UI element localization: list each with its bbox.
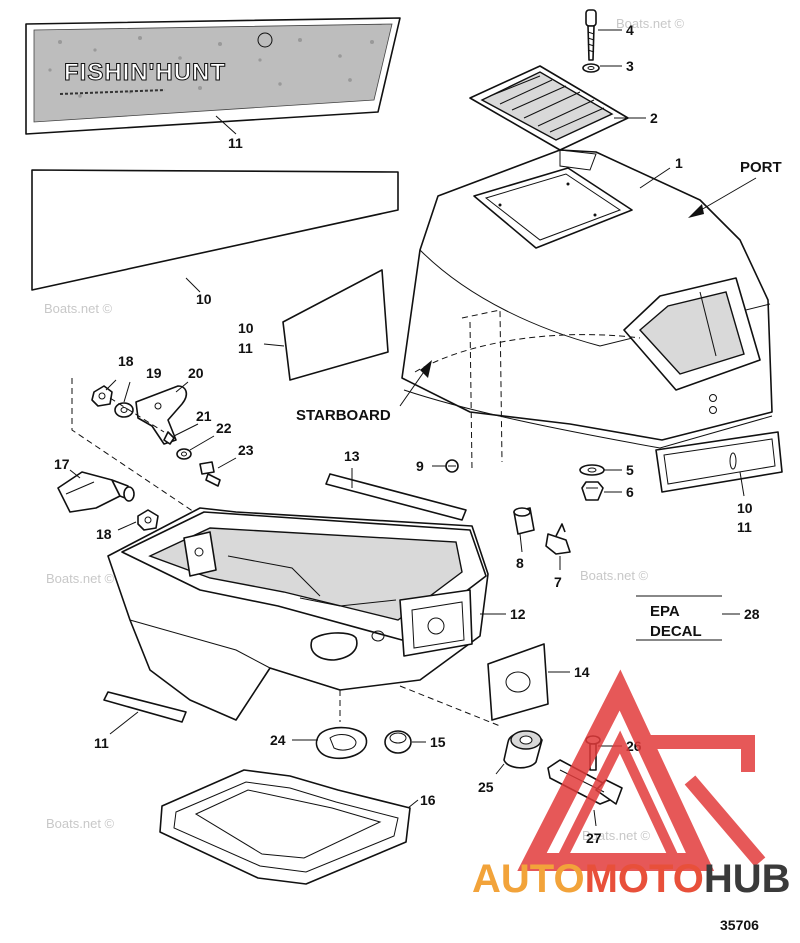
callout-11-right: 11 bbox=[737, 519, 752, 535]
logo-wordmark: AUTOMOTOHUB bbox=[472, 857, 791, 901]
bottom-seal bbox=[159, 769, 411, 885]
callout-23: 23 bbox=[238, 442, 254, 458]
callout-25: 25 bbox=[478, 779, 494, 795]
decal-small bbox=[282, 269, 389, 381]
decal-top: FISHIN'HUNT bbox=[25, 17, 401, 135]
callout-1: 1 bbox=[675, 155, 683, 171]
bushing bbox=[503, 730, 543, 769]
top-grille-cover bbox=[469, 65, 629, 151]
callout-21: 21 bbox=[196, 408, 212, 424]
starboard-label: STARBOARD bbox=[296, 407, 391, 424]
callout-19: 19 bbox=[146, 365, 162, 381]
washer-and-nut bbox=[579, 464, 605, 501]
watermark: Boats.net © bbox=[580, 568, 649, 583]
screw-and-washer bbox=[582, 9, 600, 73]
labels: PORT STARBOARD EPA DECAL 35706 bbox=[296, 159, 782, 933]
drawing-number: 35706 bbox=[720, 917, 759, 933]
decal-right bbox=[655, 431, 783, 493]
callout-2: 2 bbox=[650, 110, 658, 126]
gasket-plate bbox=[487, 643, 549, 721]
callout-16: 16 bbox=[420, 792, 436, 808]
callout-12: 12 bbox=[510, 606, 526, 622]
plug bbox=[384, 730, 412, 754]
watermark: Boats.net © bbox=[616, 16, 685, 31]
callout-8: 8 bbox=[516, 555, 524, 571]
callout-11-bottom: 11 bbox=[94, 735, 109, 751]
watermark: Boats.net © bbox=[46, 816, 115, 831]
callout-6: 6 bbox=[626, 484, 634, 500]
logo-hub: HUB bbox=[704, 857, 791, 901]
callout-18-lower: 18 bbox=[96, 526, 112, 542]
top-cowl bbox=[401, 149, 773, 471]
port-label: PORT bbox=[740, 159, 782, 176]
bottom-cowl bbox=[107, 507, 501, 727]
seal-strip bbox=[325, 473, 467, 521]
callout-13: 13 bbox=[344, 448, 360, 464]
callout-24: 24 bbox=[270, 732, 286, 748]
leader-lines bbox=[69, 29, 757, 827]
logo-triangle bbox=[517, 669, 766, 871]
callout-9: 9 bbox=[416, 458, 424, 474]
callout-3: 3 bbox=[626, 58, 634, 74]
callout-11-small: 11 bbox=[238, 340, 253, 356]
grommet bbox=[315, 726, 368, 760]
epa-label: EPA bbox=[650, 603, 680, 620]
callout-5: 5 bbox=[626, 462, 634, 478]
callouts: 4 3 2 1 5 6 7 8 9 11 10 10 11 10 11 12 1… bbox=[54, 22, 760, 846]
decal-brand-text: FISHIN'HUNT bbox=[64, 59, 226, 86]
callout-10-strip: 10 bbox=[196, 291, 212, 307]
callout-18-upper: 18 bbox=[118, 353, 134, 369]
callout-10-small: 10 bbox=[238, 320, 254, 336]
logo-moto: MOTO bbox=[585, 857, 704, 901]
latch-assembly bbox=[57, 378, 221, 531]
watermark: Boats.net © bbox=[46, 571, 115, 586]
watermarks: Boats.net © Boats.net © Boats.net © Boat… bbox=[44, 16, 685, 846]
decal-strip bbox=[31, 169, 399, 291]
callout-22: 22 bbox=[216, 420, 232, 436]
callout-7: 7 bbox=[554, 574, 562, 590]
callout-17: 17 bbox=[54, 456, 70, 472]
callout-20: 20 bbox=[188, 365, 204, 381]
logo-auto: AUTO bbox=[472, 857, 585, 901]
callout-10-right: 10 bbox=[737, 500, 753, 516]
watermark: Boats.net © bbox=[44, 301, 113, 316]
callout-4: 4 bbox=[626, 22, 634, 38]
callout-11-top: 11 bbox=[228, 135, 243, 151]
decal-bottom bbox=[103, 691, 187, 723]
callout-27: 27 bbox=[586, 830, 602, 846]
watermark: Boats.net © bbox=[582, 828, 651, 843]
decal-label: DECAL bbox=[650, 623, 702, 640]
callout-14: 14 bbox=[574, 664, 590, 680]
callout-15: 15 bbox=[430, 734, 446, 750]
automotohub-logo: AUTOMOTOHUB bbox=[472, 669, 791, 901]
callout-28: 28 bbox=[744, 606, 760, 622]
mount-hardware bbox=[445, 459, 571, 555]
